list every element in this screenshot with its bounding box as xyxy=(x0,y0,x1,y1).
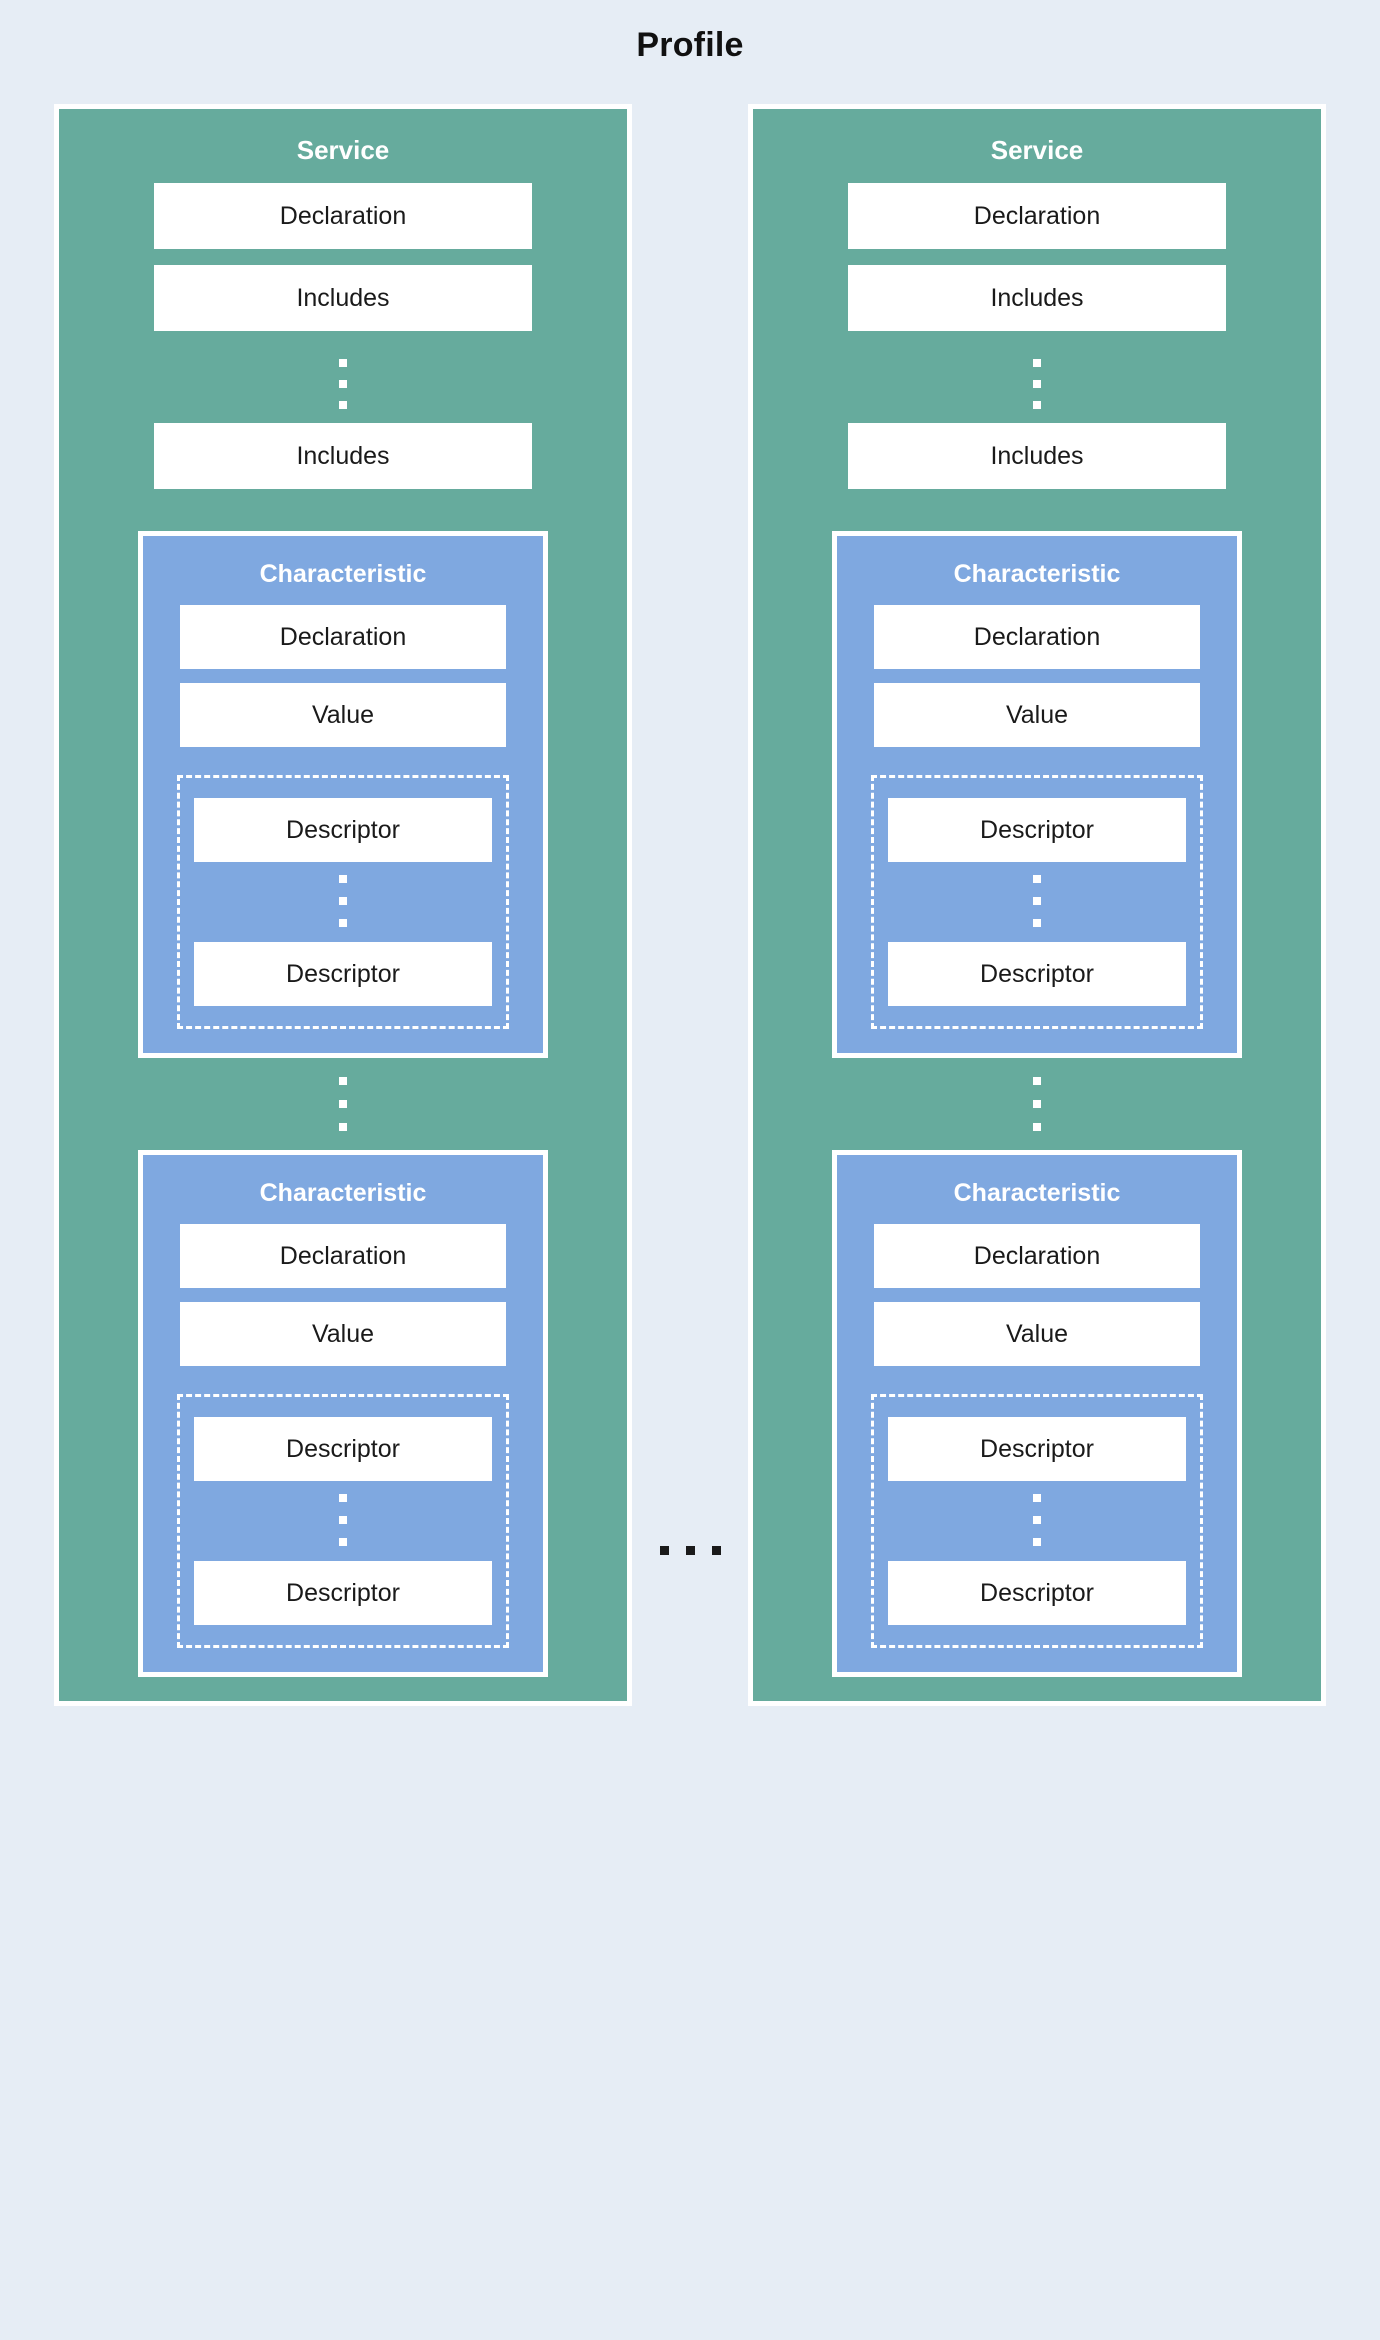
ellipsis-dot xyxy=(685,1545,695,1555)
service-panel: Service Declaration Includes Includes Ch… xyxy=(748,104,1326,1706)
service-title: Service xyxy=(296,135,390,165)
characteristic-panel: Characteristic Declaration Value Descrip… xyxy=(832,531,1242,1058)
ellipsis-dot xyxy=(339,919,347,927)
ellipsis-dot xyxy=(1033,1538,1041,1546)
ellipsis-dot xyxy=(339,1100,347,1108)
descriptor-ellipsis xyxy=(339,875,347,927)
descriptor-box-first: Descriptor xyxy=(888,1417,1186,1481)
descriptor-box-last: Descriptor xyxy=(888,942,1186,1006)
service-declaration-box: Declaration xyxy=(154,183,532,249)
ellipsis-dot xyxy=(339,380,347,388)
ellipsis-dot xyxy=(1033,401,1041,409)
ellipsis-dot xyxy=(1033,359,1041,367)
descriptor-group: Descriptor Descriptor xyxy=(871,775,1203,1029)
descriptor-box-first: Descriptor xyxy=(194,1417,492,1481)
characteristic-declaration-box: Declaration xyxy=(180,1224,506,1288)
ellipsis-dot xyxy=(339,897,347,905)
characteristic-value-box: Value xyxy=(180,1302,506,1366)
ellipsis-dot xyxy=(1033,1100,1041,1108)
service-includes-box-last: Includes xyxy=(848,423,1226,489)
column-separator xyxy=(632,104,748,1706)
characteristic-title: Characteristic xyxy=(259,1179,427,1207)
descriptor-ellipsis xyxy=(1033,875,1041,927)
service-includes-box-first: Includes xyxy=(848,265,1226,331)
characteristic-title: Characteristic xyxy=(953,1179,1121,1207)
characteristic-declaration-box: Declaration xyxy=(874,605,1200,669)
descriptor-box-last: Descriptor xyxy=(888,1561,1186,1625)
descriptor-box-first: Descriptor xyxy=(194,798,492,862)
ellipsis-dot xyxy=(711,1545,721,1555)
ellipsis-dot xyxy=(339,1538,347,1546)
includes-ellipsis xyxy=(339,359,347,409)
characteristic-ellipsis xyxy=(339,1077,347,1131)
ellipsis-dot xyxy=(339,1494,347,1502)
ellipsis-dot xyxy=(339,401,347,409)
ellipsis-dot xyxy=(1033,875,1041,883)
ellipsis-dot xyxy=(339,1123,347,1131)
descriptor-box-last: Descriptor xyxy=(194,1561,492,1625)
service-title: Service xyxy=(990,135,1084,165)
characteristic-value-box: Value xyxy=(180,683,506,747)
ellipsis-dot xyxy=(659,1545,669,1555)
characteristic-panel: Characteristic Declaration Value Descrip… xyxy=(138,1150,548,1677)
characteristic-panel: Characteristic Declaration Value Descrip… xyxy=(832,1150,1242,1677)
characteristic-title: Characteristic xyxy=(953,560,1121,588)
characteristic-declaration-box: Declaration xyxy=(180,605,506,669)
characteristic-declaration-box: Declaration xyxy=(874,1224,1200,1288)
descriptor-ellipsis xyxy=(1033,1494,1041,1546)
ellipsis-dot xyxy=(1033,380,1041,388)
page-title: Profile xyxy=(636,26,744,64)
characteristic-panel: Characteristic Declaration Value Descrip… xyxy=(138,531,548,1058)
includes-ellipsis xyxy=(1033,359,1041,409)
service-includes-box-first: Includes xyxy=(154,265,532,331)
ellipsis-dot xyxy=(1033,1516,1041,1524)
characteristic-value-box: Value xyxy=(874,1302,1200,1366)
ellipsis-dot xyxy=(1033,1123,1041,1131)
characteristic-title: Characteristic xyxy=(259,560,427,588)
ellipsis-dot xyxy=(1033,1494,1041,1502)
ellipsis-dot xyxy=(339,1077,347,1085)
services-horizontal-ellipsis xyxy=(659,1545,721,1555)
ellipsis-dot xyxy=(1033,919,1041,927)
descriptor-group: Descriptor Descriptor xyxy=(871,1394,1203,1648)
descriptor-ellipsis xyxy=(339,1494,347,1546)
ellipsis-dot xyxy=(339,875,347,883)
ellipsis-dot xyxy=(1033,897,1041,905)
descriptor-group: Descriptor Descriptor xyxy=(177,775,509,1029)
descriptor-box-first: Descriptor xyxy=(888,798,1186,862)
service-includes-box-last: Includes xyxy=(154,423,532,489)
ellipsis-dot xyxy=(339,1516,347,1524)
ellipsis-dot xyxy=(1033,1077,1041,1085)
service-declaration-box: Declaration xyxy=(848,183,1226,249)
ellipsis-dot xyxy=(339,359,347,367)
characteristic-ellipsis xyxy=(1033,1077,1041,1131)
characteristic-value-box: Value xyxy=(874,683,1200,747)
descriptor-box-last: Descriptor xyxy=(194,942,492,1006)
service-columns: Service Declaration Includes Includes Ch… xyxy=(0,65,1380,1706)
service-panel: Service Declaration Includes Includes Ch… xyxy=(54,104,632,1706)
descriptor-group: Descriptor Descriptor xyxy=(177,1394,509,1648)
